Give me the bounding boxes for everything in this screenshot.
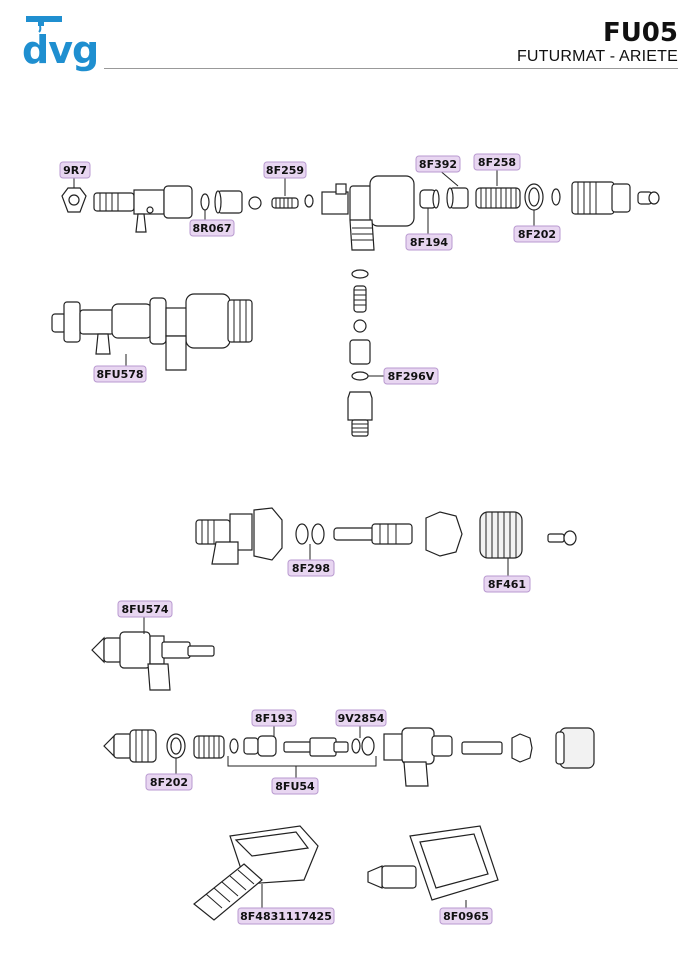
part-cap-8f194 xyxy=(419,189,440,209)
part-orings-8f298 xyxy=(295,523,325,545)
part-row3-oring-8f202 xyxy=(166,733,186,759)
part-row3-spring xyxy=(193,735,225,759)
part-row3-fitting-left xyxy=(103,729,157,763)
part-vertical-washer-1 xyxy=(351,269,369,279)
svg-text:8F0965: 8F0965 xyxy=(443,910,489,923)
part-seat-8f392 xyxy=(446,187,469,209)
label-8fu578: 8FU578 xyxy=(93,365,147,383)
part-valve-body-center xyxy=(321,175,415,251)
part-row3-cap xyxy=(555,727,595,769)
part-knob-8f461 xyxy=(479,511,523,559)
part-assembly-8fu578 xyxy=(51,293,253,371)
svg-text:8FU54: 8FU54 xyxy=(275,780,315,793)
part-washer-8r067 xyxy=(200,193,210,211)
label-8f296v: 8F296V xyxy=(383,367,439,385)
label-8f193: 8F193 xyxy=(251,709,297,727)
part-vertical-washer-8f296v xyxy=(351,371,369,381)
part-drip-tray-8f4831117425 xyxy=(193,825,319,921)
label-8r067: 8R067 xyxy=(189,219,235,237)
label-8f461: 8F461 xyxy=(483,575,531,593)
svg-text:8F392: 8F392 xyxy=(419,158,457,171)
part-spring-8f259 xyxy=(271,197,299,209)
label-9r7: 9R7 xyxy=(59,161,91,179)
label-8f0965: 8F0965 xyxy=(439,907,493,925)
svg-text:8F296V: 8F296V xyxy=(388,370,435,383)
svg-text:9R7: 9R7 xyxy=(63,164,87,177)
part-spring-8f258 xyxy=(475,187,521,209)
svg-text:8F202: 8F202 xyxy=(518,228,556,241)
svg-text:8F258: 8F258 xyxy=(478,156,516,169)
svg-text:8F4831117425: 8F4831117425 xyxy=(240,910,332,923)
label-8f258: 8F258 xyxy=(473,153,521,171)
part-row3-orings-9v2854 xyxy=(351,736,375,756)
part-valve-body-left xyxy=(93,185,193,233)
label-9v2854: 9V2854 xyxy=(335,709,387,727)
part-row3-body xyxy=(383,727,453,787)
page-code: FU05 xyxy=(602,18,678,48)
part-row3-pin xyxy=(461,741,503,755)
label-8f202-top: 8F202 xyxy=(513,225,561,243)
svg-text:8F298: 8F298 xyxy=(292,562,330,575)
svg-text:8FU574: 8FU574 xyxy=(121,603,168,616)
label-8f194: 8F194 xyxy=(405,233,453,251)
label-8f392: 8F392 xyxy=(415,155,461,173)
dvg-logo: dvg xyxy=(22,14,102,76)
part-row3-nut xyxy=(511,733,533,763)
part-nut-9r7 xyxy=(61,187,87,213)
label-8fu54: 8FU54 xyxy=(271,777,319,795)
label-8f298: 8F298 xyxy=(287,559,335,577)
part-sleeve xyxy=(214,190,243,214)
part-vertical-ball xyxy=(353,319,367,333)
label-8f202-bottom: 8F202 xyxy=(145,773,193,791)
part-row3-stem xyxy=(283,737,349,757)
part-vertical-fitting xyxy=(347,391,373,437)
svg-text:8FU578: 8FU578 xyxy=(96,368,143,381)
part-tap-body xyxy=(195,507,283,565)
svg-text:8F194: 8F194 xyxy=(410,236,448,249)
svg-text:8R067: 8R067 xyxy=(192,222,231,235)
part-knob-screw xyxy=(547,530,577,546)
page-subtitle: FUTURMAT - ARIETE xyxy=(516,48,678,65)
part-vertical-spring xyxy=(353,285,367,313)
svg-text:8F461: 8F461 xyxy=(488,578,526,591)
part-vertical-sleeve xyxy=(349,339,371,365)
part-assembly-8fu574 xyxy=(91,631,215,691)
svg-text:8F193: 8F193 xyxy=(255,712,293,725)
part-oring-8f202 xyxy=(524,183,544,211)
part-small-washer xyxy=(304,194,314,208)
part-screw-right xyxy=(637,191,660,205)
label-8f4831117425: 8F4831117425 xyxy=(237,907,335,925)
label-8f259: 8F259 xyxy=(263,161,307,179)
part-row3-cap-8f193 xyxy=(243,735,277,757)
svg-text:9V2854: 9V2854 xyxy=(338,712,385,725)
part-washer-right xyxy=(551,188,561,206)
part-tap-nut xyxy=(425,511,463,557)
label-8fu574: 8FU574 xyxy=(117,600,173,618)
svg-text:8F259: 8F259 xyxy=(266,164,304,177)
part-drip-tray-8f0965 xyxy=(367,825,499,901)
svg-text:8F202: 8F202 xyxy=(150,776,188,789)
faucet-icon xyxy=(26,16,62,33)
part-row3-washer xyxy=(229,738,239,754)
logo-text: dvg xyxy=(22,28,99,72)
part-ball xyxy=(248,196,262,210)
bracket-8fu54 xyxy=(227,756,377,767)
page-header: dvg FU05 FUTURMAT - ARIETE xyxy=(0,0,700,80)
part-spindle xyxy=(333,523,413,545)
part-fitting-right xyxy=(571,181,631,215)
header-divider xyxy=(104,68,678,69)
